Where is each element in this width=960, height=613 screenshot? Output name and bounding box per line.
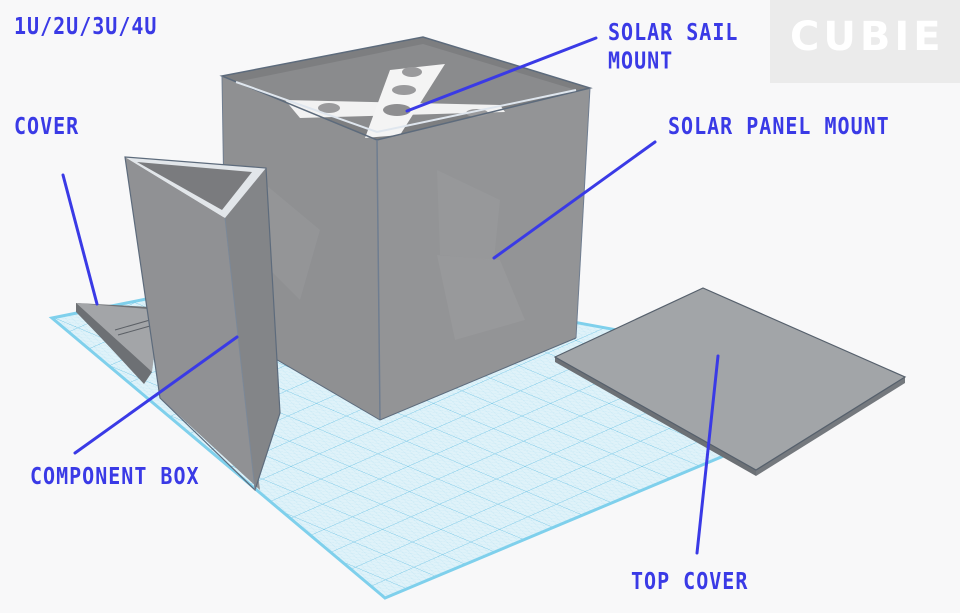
label-top-cover: TOP COVER [631, 567, 749, 595]
label-size-options: 1U/2U/3U/4U [14, 12, 158, 40]
callout-line-component [73, 335, 239, 455]
logo-text: CUBIE [790, 14, 945, 60]
component-box [124, 156, 281, 492]
callout-line-panel [492, 140, 657, 260]
cubie-logo: CUBIE [770, 0, 960, 83]
callout-line-cover [61, 173, 99, 306]
cube-body [219, 36, 593, 421]
label-solar-sail-mount: SOLAR SAIL MOUNT [608, 18, 739, 75]
label-solar-panel-mount: SOLAR PANEL MOUNT [668, 112, 890, 140]
callout-line-top [695, 354, 720, 555]
callout-line-sail [405, 36, 598, 113]
top-cover-plate [553, 287, 907, 476]
label-cover: COVER [14, 112, 80, 140]
label-component-box: COMPONENT BOX [30, 462, 200, 490]
triangle-cover [76, 303, 160, 384]
callout-lines [61, 36, 720, 555]
solar-sail-cross [285, 64, 505, 138]
